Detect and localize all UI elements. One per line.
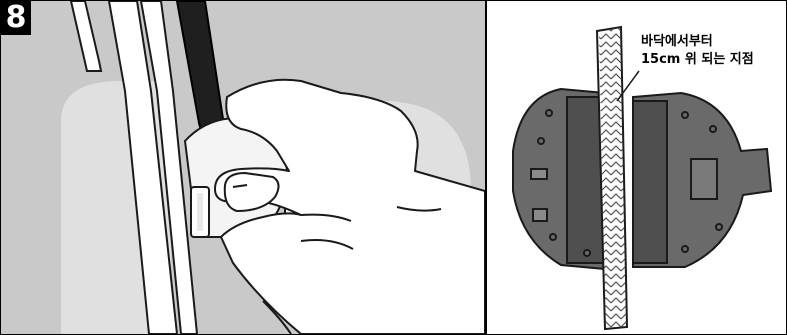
right-guard-half (633, 93, 771, 267)
dark-pole (177, 1, 223, 133)
left-illustration-panel: 8 (1, 1, 485, 334)
height-callout: 바닥에서부터 15cm 위 되는 지점 (641, 33, 754, 69)
callout-line-1: 바닥에서부터 (641, 33, 754, 51)
left-guard-half (513, 89, 605, 269)
step-number-badge: 8 (1, 1, 31, 35)
strap (597, 27, 627, 329)
hand (215, 80, 485, 334)
hand-attaching-guard-illustration (1, 1, 485, 334)
callout-line-2: 15cm 위 되는 지점 (641, 51, 754, 69)
